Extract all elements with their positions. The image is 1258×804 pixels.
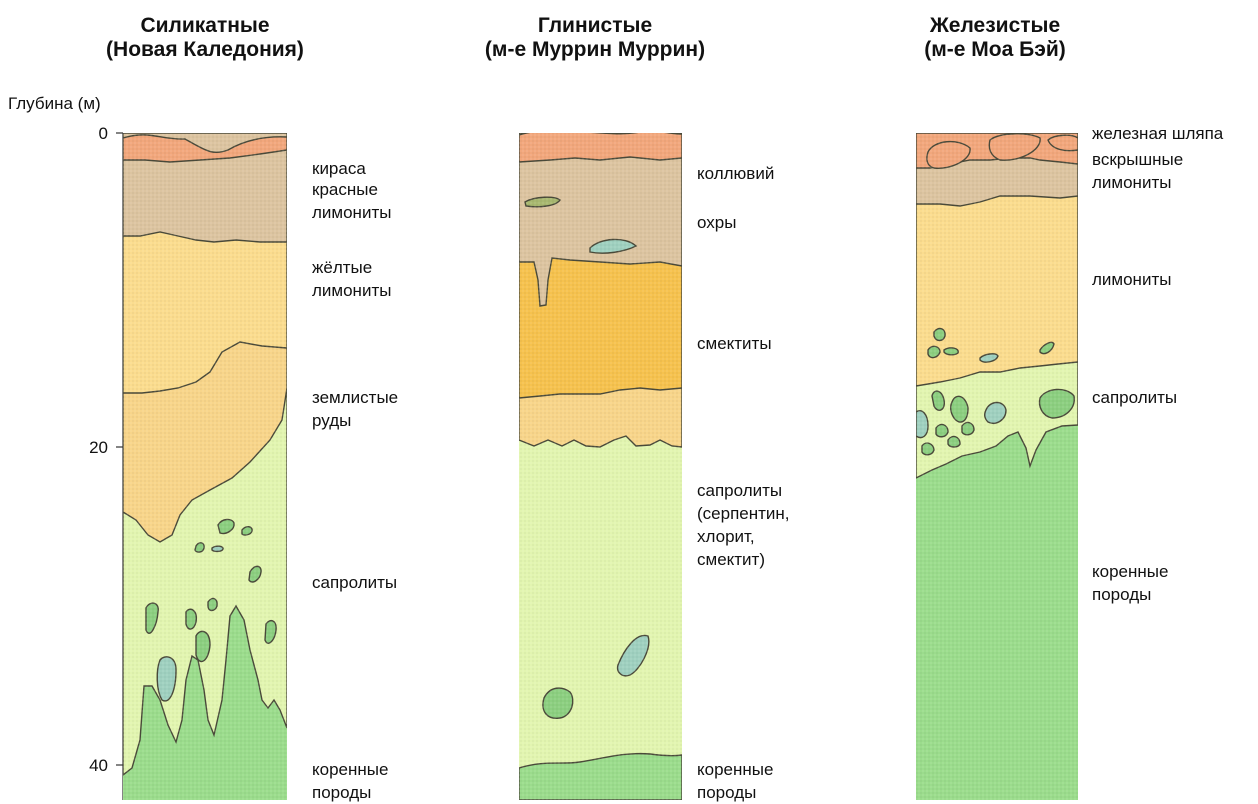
column-clay <box>519 131 682 800</box>
label-overburden-limonite: лимониты <box>1092 171 1171 194</box>
label-saprolite: сапролиты <box>312 571 397 594</box>
label-red-limonite: лимониты <box>312 201 391 224</box>
label-earthy: землистые <box>312 386 398 409</box>
label-bedrock: коренные <box>697 758 773 781</box>
label-bedrock: коренные <box>312 758 388 781</box>
label-saprolite: сапролиты <box>697 479 782 502</box>
label-chlorite: хлорит, <box>697 525 755 548</box>
label-serpentine: (серпентин, <box>697 502 790 525</box>
label-limonite: лимониты <box>1092 268 1171 291</box>
label-smectite-2: смектит) <box>697 548 765 571</box>
label-bedrock-2: породы <box>1092 583 1151 606</box>
label-saprolite: сапролиты <box>1092 386 1177 409</box>
column-silicate <box>123 133 287 800</box>
label-ochre: охры <box>697 211 736 234</box>
label-overburden: вскрышные <box>1092 148 1183 171</box>
column-oxide <box>916 133 1078 800</box>
label-bedrock: коренные <box>1092 560 1168 583</box>
label-smectite: смектиты <box>697 332 772 355</box>
label-ores: руды <box>312 409 351 432</box>
depth-axis <box>116 133 123 800</box>
label-colluvium: коллювий <box>697 162 774 185</box>
label-yellow-limonite: лимониты <box>312 279 391 302</box>
label-gossan: железная шляпа <box>1092 122 1223 145</box>
label-yellow: жёлтые <box>312 256 372 279</box>
label-red: красные <box>312 178 378 201</box>
label-cuirass: кираса <box>312 157 366 180</box>
